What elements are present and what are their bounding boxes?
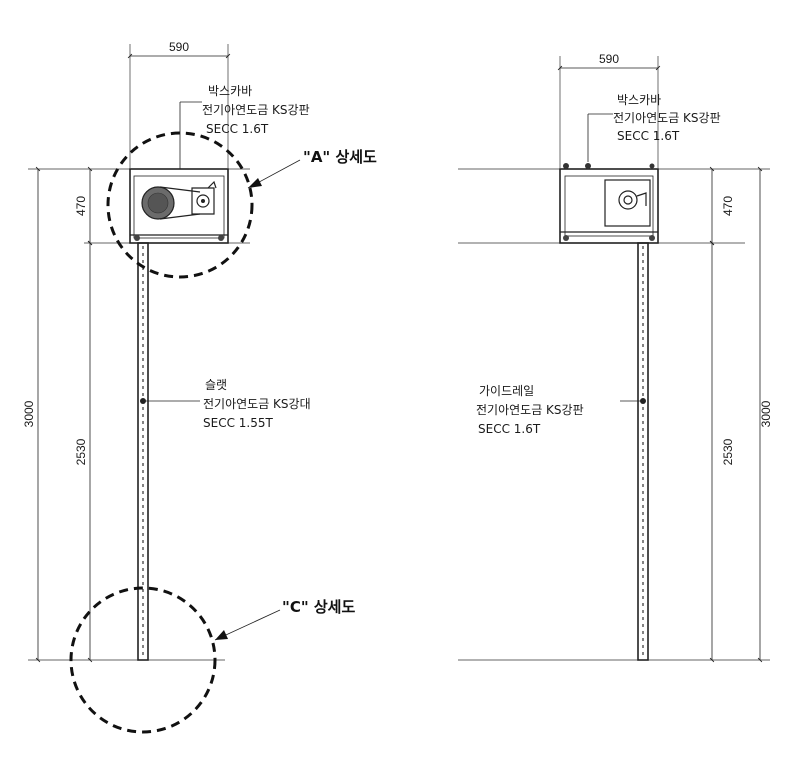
left-motor: [191, 187, 215, 215]
left-box-cover-title: 박스카바: [208, 84, 252, 98]
left-box-cover-leader: [179, 101, 202, 160]
right-shutter-box: [559, 163, 659, 244]
left-vertical-dimensions: 3000 470 2530: [22, 166, 93, 663]
left-slat-column: [137, 242, 200, 661]
left-view: 590 3000 470 2530: [22, 40, 377, 734]
detail-a-label: "A" 상세도: [303, 148, 377, 166]
left-slat-title: 슬랫: [205, 378, 227, 392]
right-box-cover-title: 박스카바: [617, 93, 661, 107]
left-slat-spec: SECC 1.55T: [203, 416, 273, 430]
left-box-cover-material: 전기아연도금 KS강판: [202, 103, 310, 117]
detail-c-label: "C" 상세도: [282, 598, 355, 616]
right-box-height-value: 470: [721, 196, 735, 216]
left-slat-material: 전기아연도금 KS강대: [203, 397, 311, 411]
right-slat-height-value: 2530: [721, 438, 735, 465]
right-box-cover-leader: [587, 113, 613, 162]
detail-circle-c: "C" 상세도: [69, 586, 355, 734]
right-motor-housing: [604, 179, 651, 227]
detail-circle-a: "A" 상세도: [106, 131, 377, 279]
right-box-cover-spec: SECC 1.6T: [617, 129, 680, 143]
left-width-dimension: 590: [127, 40, 231, 168]
right-box-cover-material: 전기아연도금 KS강판: [613, 111, 721, 125]
right-view: 590 470 2530 3000: [458, 52, 773, 663]
left-box-height-value: 470: [74, 196, 88, 216]
right-guide-rail-spec: SECC 1.6T: [478, 422, 541, 436]
right-guide-rail: [620, 242, 649, 661]
left-total-height-value: 3000: [22, 400, 36, 427]
right-guide-rail-material: 전기아연도금 KS강판: [476, 403, 584, 417]
left-shutter-box: [129, 160, 229, 244]
left-box-cover-spec: SECC 1.6T: [206, 122, 269, 136]
left-slat-height-value: 2530: [74, 438, 88, 465]
right-width-value: 590: [599, 52, 619, 66]
right-guide-rail-title: 가이드레일: [479, 384, 534, 398]
right-width-dimension: 590: [557, 52, 661, 168]
right-total-height-value: 3000: [759, 400, 773, 427]
left-width-value: 590: [169, 40, 189, 54]
right-vertical-dimensions: 470 2530 3000: [709, 166, 773, 663]
